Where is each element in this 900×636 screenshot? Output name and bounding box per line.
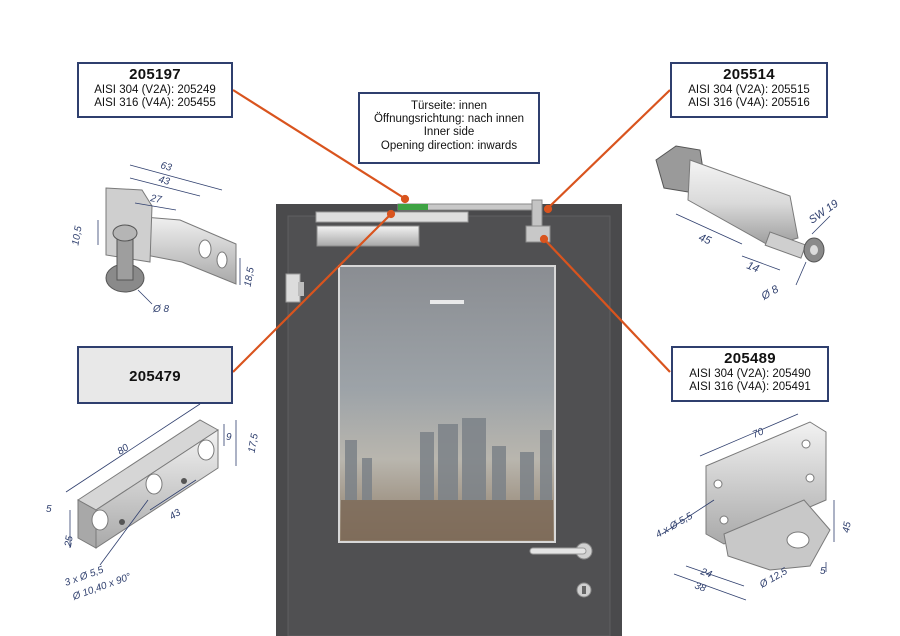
hole-note-205489: 4 x Ø 5,5 [654,511,695,541]
bracket-205197-hole-a [198,239,212,259]
skyline [345,418,552,500]
part-label-205489: 205489 AISI 304 (V2A): 205490 AISI 316 (… [671,346,829,402]
dim-9: 9 [226,432,232,443]
roller-205197-nut [112,224,138,242]
part-code-205514: 205514 [723,66,775,83]
part-v4a-205197: AISI 316 (V4A): 205455 [94,96,216,109]
plate-205479-small-hole-2 [181,478,187,484]
door [276,199,622,636]
info-opening-direction-de: Öffnungsrichtung: nach innen [373,113,525,126]
leader-205197 [232,89,405,199]
part-code-205479: 205479 [129,368,181,385]
plate-205479-hole-2 [145,473,163,495]
part-v2a-205197: AISI 304 (V2A): 205249 [94,83,216,96]
part-205479-drawing [77,419,219,549]
hinge-pin [298,282,304,296]
dim-5-plate: 5 [46,504,52,515]
part-label-205514: 205514 AISI 304 (V2A): 205515 AISI 316 (… [670,62,828,118]
closer-green-mark [398,204,428,210]
part-code-205197: 205197 [129,66,181,83]
leader-dot-205514 [543,204,553,214]
dim-d8-b: Ø 8 [759,283,782,303]
part-label-205479: 205479 [77,346,233,404]
leader-dot-205479 [386,209,396,219]
bracket-205489-hole-3 [801,439,811,449]
dim-38: 38 [693,580,708,594]
leader-lines [232,89,671,373]
bracket-205489-hole-2 [719,515,729,525]
glass-reflection [430,300,464,304]
lock-keyhole [582,586,586,594]
dim-27: 27 [148,193,162,206]
dim-70: 70 [751,426,766,441]
dim-25: 25 [63,535,76,549]
dim-24: 24 [698,566,714,581]
part-205197-drawing [105,187,237,293]
info-door-side-en: Inner side [423,126,475,139]
info-opening-direction-en: Opening direction: inwards [380,139,518,152]
leader-205514 [547,89,671,209]
door-hinge [285,273,301,303]
leader-205489 [544,239,671,373]
dim-14: 14 [745,260,761,276]
dim-43-plate: 43 [168,507,184,523]
dimensions-205489 [661,413,835,601]
dim-17-5: 17,5 [247,432,261,454]
part-205514-drawing [655,145,825,263]
dim-63: 63 [159,160,173,174]
part-v4a-205489: AISI 316 (V4A): 205491 [689,380,811,393]
part-v4a-205514: AISI 316 (V4A): 205516 [688,96,810,109]
part-205489-drawing [705,421,831,571]
dim-d8-a: Ø 8 [152,304,170,315]
bracket-205489-base [723,499,831,571]
dim-43-top: 43 [157,174,171,188]
dim-18-5: 18,5 [243,266,257,288]
info-door-side-de: Türseite: innen [410,100,488,112]
leader-dot-205489 [539,234,549,244]
dimensions-205514 [675,213,831,286]
closer-arm-joint [531,199,543,229]
plate-205479-hole-3 [197,439,215,461]
bracket-205489-eye [786,531,810,549]
door-orientation-info: Türseite: innen Öffnungsrichtung: nach i… [358,92,540,164]
part-label-205197: 205197 AISI 304 (V2A): 205249 AISI 316 (… [77,62,233,118]
leader-205479 [232,214,391,373]
part-v2a-205514: AISI 304 (V2A): 205515 [688,83,810,96]
bracket-205489-hole-1 [713,479,723,489]
dim-5-bracket: 5 [820,566,826,577]
dim-45-bolt: 45 [697,232,714,248]
dimensions-205479 [65,403,237,566]
door-handle [529,547,587,555]
part-code-205489: 205489 [724,350,776,367]
dimension-labels-205197: 63 43 27 10,5 18,5 Ø 8 [70,160,257,315]
leader-dot-205197 [400,194,410,204]
part-v2a-205489: AISI 304 (V2A): 205490 [689,367,811,380]
bolt-205514-nut-inner [810,245,818,255]
dim-10-5: 10,5 [70,225,84,247]
plate-205479-small-hole-1 [119,519,125,525]
dim-45-bracket: 45 [841,521,854,534]
bracket-205489-hole-4 [805,473,815,483]
dimensions-205197 [97,164,241,305]
glass-floor [341,500,553,540]
bolt-205514-shaft [764,231,807,259]
plate-205479-hole-1 [91,509,109,531]
bracket-205489-plate [705,421,827,545]
dim-80: 80 [116,442,132,458]
bracket-205197-hole-b [216,251,228,269]
